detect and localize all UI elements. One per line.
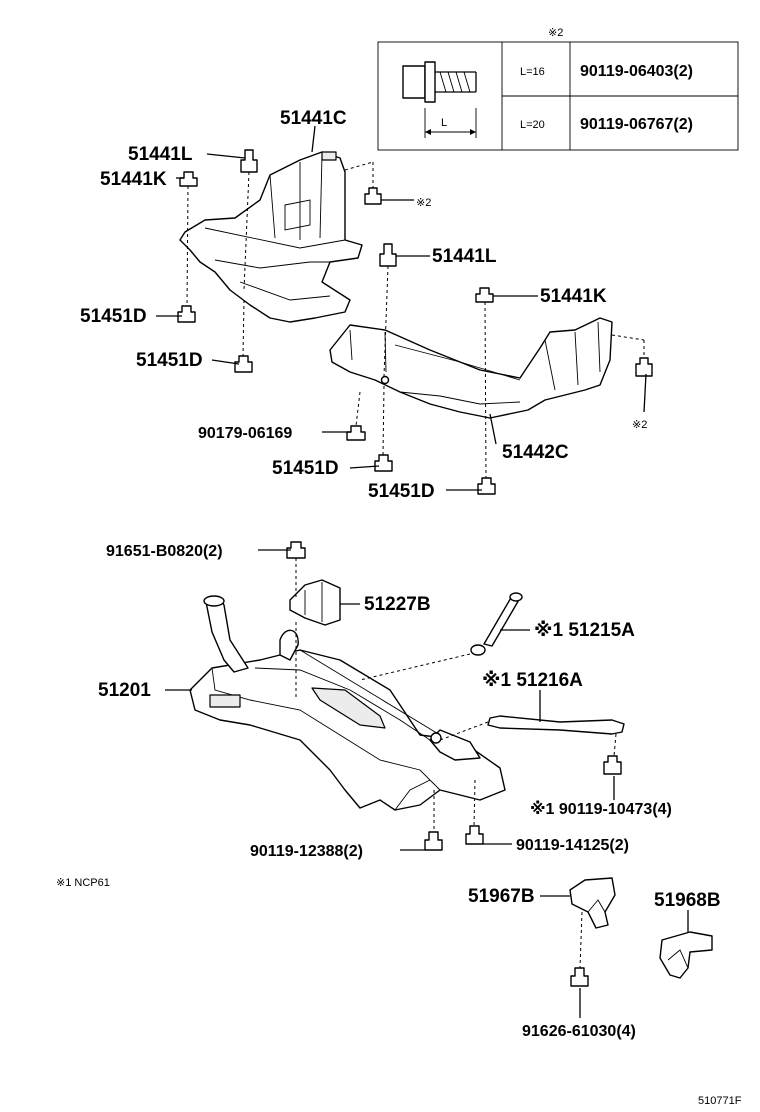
label-51451D-1: 51451D [80, 306, 147, 327]
ref-mark-lower: ※2 [632, 419, 647, 431]
bolt-icon [635, 357, 653, 377]
bolt-icon [346, 425, 366, 441]
table-ref-mark: ※2 [548, 27, 563, 39]
bolt-icon [179, 171, 198, 187]
table-length-2: L=20 [520, 119, 545, 131]
clip-icon [240, 149, 258, 173]
label-51227B: 51227B [364, 594, 431, 615]
engine-under-cover-lh [179, 151, 363, 323]
table-part-1: 90119-06403(2) [580, 63, 693, 80]
label-51201: 51201 [98, 680, 151, 701]
bolt-icon [475, 287, 494, 303]
note-ncp61: ※1 NCP61 [56, 877, 110, 889]
bolt-icon [477, 477, 496, 495]
bolt-icon [570, 967, 589, 987]
label-90119-14125: 90119-14125(2) [516, 837, 629, 854]
label-51441K-lower: 51441K [540, 286, 607, 307]
label-90119-12388: 90119-12388(2) [250, 843, 363, 860]
bolt-icon [234, 355, 253, 373]
upper-dash-lines [186, 161, 645, 479]
flange-bolt-icon [402, 61, 477, 138]
label-51967B: 51967B [468, 886, 535, 907]
label-51451D-4: 51451D [368, 481, 435, 502]
fastener-clips [177, 149, 653, 495]
fastener-table: ※2 L L=16 90119-06403(2) L=20 90119-0676… [377, 27, 739, 151]
engine-under-cover-rh [329, 317, 613, 419]
part-labels: 51441C 51441L 51441K ※2 51441L 51441K 51… [56, 108, 742, 1107]
label-51441K-upper: 51441K [100, 169, 167, 190]
label-51441C: 51441C [280, 108, 347, 129]
clip-icon [379, 243, 397, 267]
crossmember-bracket [258, 541, 360, 700]
bolt-icon [286, 541, 306, 559]
table-length-1: L=16 [520, 66, 545, 78]
label-51216A: ※1 51216A [482, 670, 583, 691]
table-part-2: 90119-06767(2) [580, 116, 693, 133]
label-90119-10473: ※1 90119-10473(4) [530, 800, 672, 818]
mount-bracket-rh [659, 910, 713, 979]
front-crossmember [189, 595, 506, 811]
bolt-icon [424, 831, 443, 851]
bolt-icon [603, 755, 622, 775]
bolt-icon [374, 454, 393, 472]
label-51441L-lower: 51441L [432, 246, 497, 267]
bolt-icon [465, 825, 484, 845]
ref-mark-upper: ※2 [416, 197, 431, 209]
label-91626-61030: 91626-61030(4) [522, 1023, 636, 1040]
bolt-icon [177, 305, 196, 323]
diagram-id: 510771F [698, 1095, 742, 1107]
label-51215A: ※1 51215A [534, 620, 635, 641]
label-90179-06169: 90179-06169 [198, 425, 292, 442]
label-51968B: 51968B [654, 890, 721, 911]
mount-bracket-lh [540, 877, 616, 1018]
label-51442C: 51442C [502, 442, 569, 463]
bolt-icon [364, 187, 382, 205]
brace-plate [439, 690, 625, 800]
label-91651-B0820: 91651-B0820(2) [106, 543, 223, 560]
label-51451D-2: 51451D [136, 350, 203, 371]
upper-leader-lines [156, 125, 647, 491]
brace-rod [359, 592, 530, 681]
label-51441L-upper: 51441L [128, 144, 193, 165]
label-51451D-3: 51451D [272, 458, 339, 479]
dimension-label: L [441, 117, 447, 129]
crossmember-bolts [165, 689, 512, 851]
